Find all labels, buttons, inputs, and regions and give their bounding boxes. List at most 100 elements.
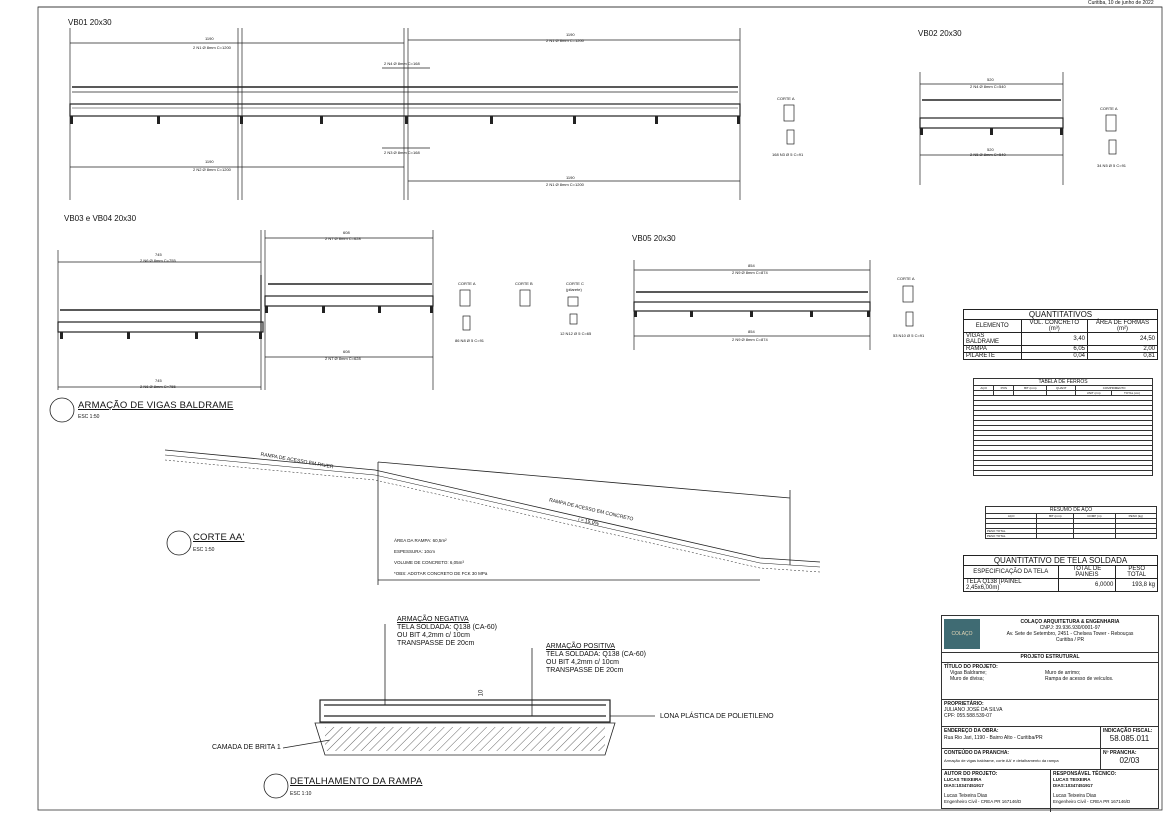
resp-crea: Engenheiro Civil - CREA PR 167146/D — [1053, 799, 1131, 804]
table-row: TELA Q138 (PAINEL 2,45x6,00m) 6,0000 193… — [963, 578, 1158, 592]
qt-header: VOL. CONCRETO (m³) — [1020, 319, 1089, 333]
vb02-title: VB02 20x30 — [918, 29, 962, 38]
ramp-note: ÁREA DA RAMPA: 60,5m² — [394, 538, 447, 543]
armacao-title: ARMAÇÃO DE VIGAS BALDRAME — [78, 400, 234, 411]
qt-cell: VIGAS BALDRAME — [963, 332, 1022, 346]
qt-cell: 3,40 — [1020, 332, 1089, 346]
vb03-top-left-dim: 745 — [155, 252, 162, 257]
vb03-bot-right-bar: 2 N7 Ø 8mm C=628 — [325, 356, 361, 361]
corte-title: CORTE AA' — [193, 532, 245, 543]
vb03-top-right-bar: 2 N7 Ø 8mm C=628 — [325, 236, 361, 241]
vb03-stirrup2: 12 N12 Ø 5 C=65 — [560, 331, 592, 336]
qt-header: ÁREA DE FORMAS (m²) — [1087, 319, 1158, 333]
vb03-top-right-dim: 608 — [343, 230, 350, 235]
positiva-line: TRANSPASSE DE 20cm — [546, 667, 624, 674]
negativa-line: OU BIT 4,2mm c/ 10cm — [397, 632, 470, 639]
ramp-note: ESPESSURA: 10cm — [394, 549, 436, 554]
proprietario-cpf: CPF: 055.588.539-07 — [944, 713, 992, 719]
vb03-corte-a: CORTE A — [458, 281, 476, 286]
qt-cell: RAMPA — [963, 345, 1022, 353]
tela-header: TOTAL DE PAINEIS — [1057, 565, 1117, 579]
vb03-corte-c-sub: (pilarete) — [566, 287, 582, 292]
quantitativos-title: QUANTITATIVOS — [963, 309, 1158, 320]
detalhamento-title: DETALHAMENTO DA RAMPA — [290, 776, 423, 787]
vb05-bot-dim: 854 — [748, 329, 755, 334]
detalhamento-scale: ESC 1:10 — [290, 791, 312, 797]
armacao-negativa-note: ARMAÇÃO NEGATIVA TELA SOLDADA: Q138 (CA-… — [397, 616, 497, 648]
vb05-stirrup: 53 N10 Ø 5 C=91 — [893, 333, 925, 338]
ramp-notes: ÁREA DA RAMPA: 60,5m² ESPESSURA: 10cm VO… — [394, 535, 487, 579]
autor-label: AUTOR DO PROJETO: — [944, 771, 998, 777]
vb01-top-right-dim: 1190 — [566, 32, 575, 37]
vb01-drawing — [69, 28, 795, 200]
tela-table: QUANTITATIVO DE TELA SOLDADA ESPECIFICAÇ… — [963, 555, 1158, 592]
vb03-bot-right-dim: 608 — [343, 349, 350, 354]
endereco-label: ENDEREÇO DA OBRA: — [944, 728, 999, 734]
ramp-section — [164, 449, 821, 585]
vb01-bot-left-dim: 1190 — [205, 159, 214, 164]
project-type: PROJETO ESTRUTURAL — [942, 653, 1158, 663]
company-cnpj: CNPJ: 39.936.930/0001-97 — [1039, 625, 1101, 631]
proprietario-name: JULIANO JOSÉ DA SILVA — [944, 707, 1003, 713]
table-row: RAMPA 6,05 2,00 — [963, 345, 1158, 353]
qt-cell: 6,05 — [1020, 345, 1089, 353]
vb03-bot-left-bar: 2 N6 Ø 8mm C=755 — [140, 384, 176, 389]
vb03-title: VB03 e VB04 20x30 — [64, 214, 137, 223]
resumo-table: RESUMO DE AÇO AÇO BIT (mm) COMP (m) PESO… — [984, 506, 1158, 539]
company-address: Av. Sete de Setembro, 2451 - Chelsea Tow… — [1006, 631, 1134, 637]
vb01-top-right-bar: 2 N1 Ø 8mm C=1200 — [546, 38, 584, 43]
table-row: PESO TOTAL — [984, 533, 1158, 539]
vb02-stirrup: 34 N5 Ø 5 C=91 — [1097, 163, 1127, 168]
positiva-title: ARMAÇÃO POSITIVA — [546, 643, 616, 650]
vb01-corte: CORTE A — [777, 96, 795, 101]
vb03-corte-b: CORTE B — [515, 281, 533, 286]
qt-cell: 0,81 — [1087, 352, 1158, 360]
vb03-stirrup: 86 N8 Ø 5 C=91 — [455, 338, 485, 343]
title-block: COLAÇO COLAÇO ARQUITETURA & ENGENHARIA C… — [941, 615, 1159, 812]
ramp-detail — [282, 624, 655, 756]
tela-cell: 6,0000 — [1057, 578, 1117, 592]
negativa-line: TELA SOLDADA: Q138 (CA-60) — [397, 624, 497, 631]
vb02-corte: CORTE A — [1100, 106, 1118, 111]
qt-cell: 0,04 — [1020, 352, 1089, 360]
prancha-label: Nº PRANCHA: — [1103, 750, 1137, 756]
proprietario-label: PROPRIETÁRIO: — [944, 701, 984, 707]
vb02-top-bar: 2 N4 Ø 8mm C=540 — [970, 84, 1006, 89]
quantitativos-table: QUANTITATIVOS ELEMENTO VOL. CONCRETO (m³… — [963, 309, 1158, 360]
titulo-line: Rampa de acesso de veículos. — [1045, 676, 1114, 682]
company-city: Curitiba / PR — [1055, 637, 1085, 643]
vb02-bot-bar: 2 N5 Ø 8mm C=540 — [970, 152, 1006, 157]
vb02-top-dim: 520 — [987, 77, 994, 82]
titulo-line: Muro de divisa; — [950, 676, 984, 682]
titulo-line: Muro de arrimo; — [1045, 670, 1081, 676]
vb02-bot-dim: 520 — [987, 147, 994, 152]
ferros-title: TABELA DE FERROS — [973, 378, 1153, 386]
tela-title: QUANTITATIVO DE TELA SOLDADA — [963, 555, 1158, 566]
vb05-bot-bar: 2 N9 Ø 8mm C=874 — [732, 337, 768, 342]
qt-cell: PILARETE — [963, 352, 1022, 360]
resp-label: RESPONSÁVEL TÉCNICO: — [1053, 771, 1117, 777]
company-name: COLAÇO ARQUITETURA & ENGENHARIA — [1020, 619, 1120, 625]
vb01-supports — [70, 116, 740, 124]
vb03-corte-c: CORTE C — [566, 281, 584, 286]
vb05-title: VB05 20x30 — [632, 234, 676, 243]
vb01-title: VB01 20x30 — [68, 18, 112, 27]
vb01-top-left-dim: 1190 — [205, 36, 214, 41]
autor-sign: Lucas Teixeira Dias — [944, 793, 988, 799]
negativa-title: ARMAÇÃO NEGATIVA — [397, 616, 469, 623]
titulo-label: TÍTULO DO PROJETO: — [944, 664, 998, 670]
qt-cell: 2,00 — [1087, 345, 1158, 353]
vb01-neg-top: 2 N4 Ø 8mm C=168 — [384, 61, 420, 66]
vb01-top-left-bar: 2 N1 Ø 8mm C=1200 — [193, 45, 231, 50]
conteudo-label: CONTEÚDO DA PRANCHA: — [944, 750, 1010, 756]
vb03-bot-left-dim: 745 — [155, 378, 162, 383]
table-row: VIGAS BALDRAME 3,40 24,50 — [963, 332, 1158, 346]
armacao-scale: ESC 1:50 — [78, 414, 100, 420]
autor-crea: Engenheiro Civil - CREA PR 167146/D — [944, 799, 1022, 804]
resumo-cell: PESO TOTAL — [984, 533, 1038, 539]
autor-name: LUCAS TEIXEIRA DIAS:10347451917 — [944, 777, 984, 788]
vb05-top-bar: 2 N9 Ø 8mm C=874 — [732, 270, 768, 275]
detail-thickness: 10 — [478, 689, 485, 697]
vb01-bot-right-dim: 1190 — [566, 175, 575, 180]
ramp-note: VOLUME DE CONCRETO: 6,05m³ — [394, 560, 464, 565]
